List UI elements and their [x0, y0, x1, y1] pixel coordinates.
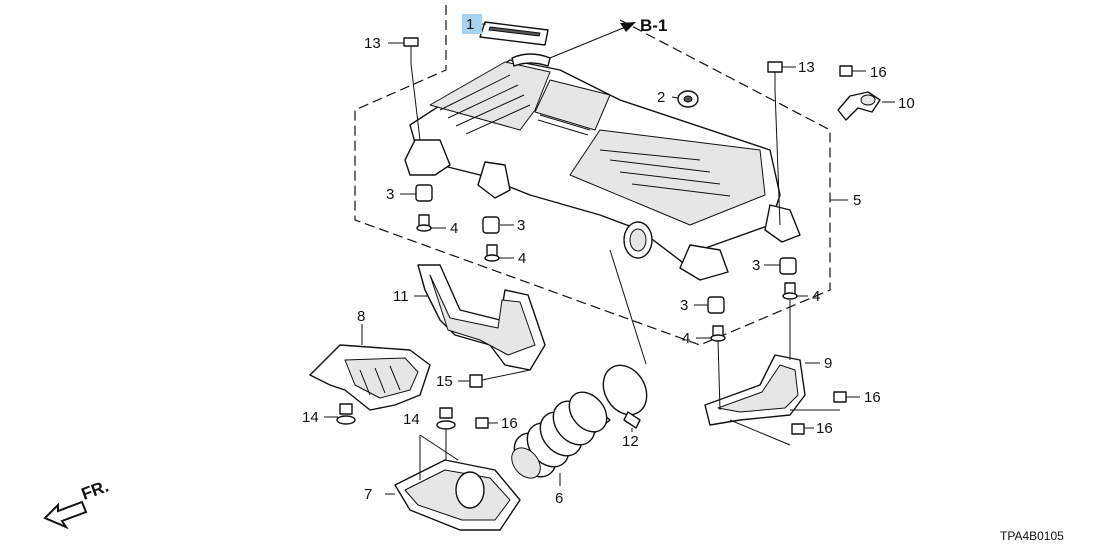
mount-3c [764, 257, 797, 275]
collar-4b [484, 244, 514, 262]
part-12-label: 12 [622, 433, 639, 450]
part-16a-label: 16 [870, 64, 887, 81]
collar-4c [782, 282, 808, 300]
bracket-9-part [704, 300, 840, 446]
part-16d-label: 16 [816, 420, 833, 437]
intake-duct-part [511, 391, 611, 486]
part-16b-label: 16 [864, 389, 881, 406]
part-10-label: 10 [898, 95, 915, 112]
part-4b-label: 4 [518, 250, 526, 267]
part-1-highlight [462, 14, 482, 34]
part-11-label: 11 [393, 288, 409, 305]
part-6-label: 6 [555, 490, 563, 507]
grommet-part [671, 90, 699, 108]
mount-3b [482, 216, 514, 234]
part-13a-label: 13 [364, 35, 381, 52]
part-8-label: 8 [357, 308, 365, 325]
label-plate-part [470, 21, 549, 46]
front-direction-text: FR. [79, 477, 111, 504]
part-3c-label: 3 [752, 257, 760, 274]
part-13b-label: 13 [798, 59, 815, 76]
arrow-left-icon [43, 500, 88, 530]
bolt-16-right-a [833, 391, 860, 403]
front-direction-indicator: FR. [43, 477, 111, 530]
part-4a-label: 4 [450, 220, 458, 237]
bracket-11-part [414, 264, 546, 371]
part-2-label: 2 [657, 89, 665, 106]
part-14b-label: 14 [403, 411, 420, 428]
assembly-boundary [354, 5, 848, 346]
part-9-label: 9 [824, 355, 832, 372]
mount-3d [694, 296, 725, 314]
part-15-label: 15 [436, 373, 453, 390]
part-1-label: 1 [466, 16, 474, 33]
collar-4a [416, 214, 446, 232]
plate-8-part [309, 324, 431, 411]
part-3b-label: 3 [517, 217, 525, 234]
bolt-13-right [767, 61, 796, 226]
clip-part [837, 91, 895, 121]
lower-duct-part [385, 434, 521, 531]
part-14a-label: 14 [302, 409, 319, 426]
part-5-label: 5 [853, 192, 861, 209]
bolt-16-top [839, 65, 866, 77]
part-3d-label: 3 [680, 297, 688, 314]
bolt-13-left [388, 37, 421, 141]
hose-clamp-part [602, 249, 648, 432]
part-3a-label: 3 [386, 186, 394, 203]
callout-b1[interactable]: B-1 [640, 16, 667, 35]
bolt-15 [458, 369, 531, 388]
part-7-label: 7 [364, 486, 372, 503]
bolt-16-mid [475, 417, 498, 429]
bolt-14-left [324, 403, 356, 425]
part-4d-label: 4 [682, 330, 690, 347]
collar-4d [696, 325, 726, 342]
engine-cover-part [404, 53, 801, 281]
mount-3a [400, 184, 433, 202]
bolt-16-right-b [791, 423, 814, 435]
part-16c-label: 16 [501, 415, 518, 432]
part-4c-label: 4 [812, 288, 820, 305]
diagram-code: TPA4B0105 [1000, 529, 1064, 543]
